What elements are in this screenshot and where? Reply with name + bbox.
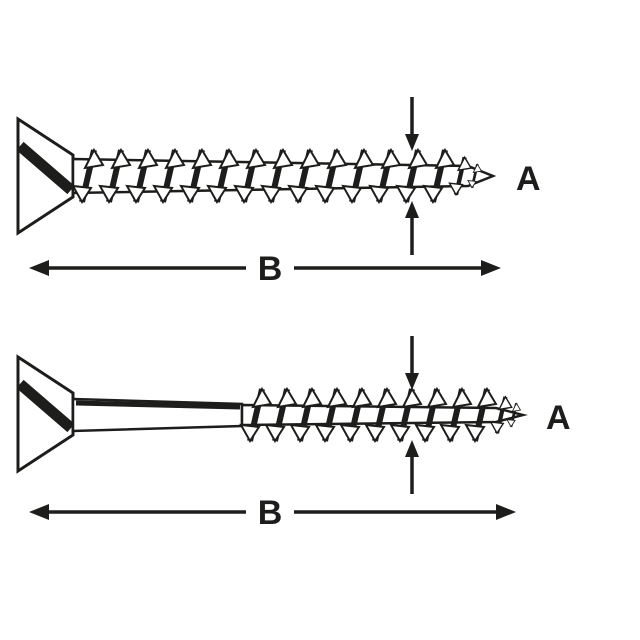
bottom-diameter-label: A [546,399,571,437]
bottom-diameter-arrow-upper-icon [405,336,419,390]
top-length-arrow-icon [29,260,501,276]
bottom-length-label: B [258,494,283,532]
top-diameter-label: A [516,160,541,198]
bottom-length-arrow-icon [29,504,516,520]
bottom-screw-head-icon [16,354,75,474]
top-diameter-arrow-upper-icon [405,97,419,151]
bottom-screw-shank [71,397,244,433]
bottom-screw-threads [241,389,522,441]
bottom-screw: A B [16,336,571,532]
top-screw: A B [16,97,541,288]
top-length-label: B [258,250,283,288]
top-screw-head-icon [16,116,75,236]
bottom-diameter-arrow-lower-icon [405,440,419,494]
top-diameter-arrow-lower-icon [405,201,419,255]
